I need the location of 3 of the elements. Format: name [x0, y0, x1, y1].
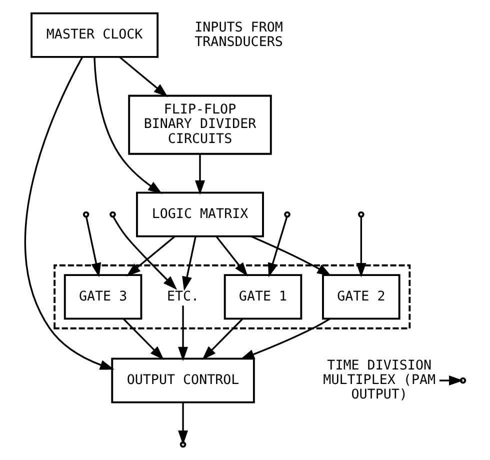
node-text: TIME DIVISION MULTIPLEX (PAM OUTPUT) — [323, 358, 436, 402]
node-text: ETC. — [166, 289, 200, 304]
label: INPUTS FROM TRANSDUCERS — [194, 20, 283, 50]
